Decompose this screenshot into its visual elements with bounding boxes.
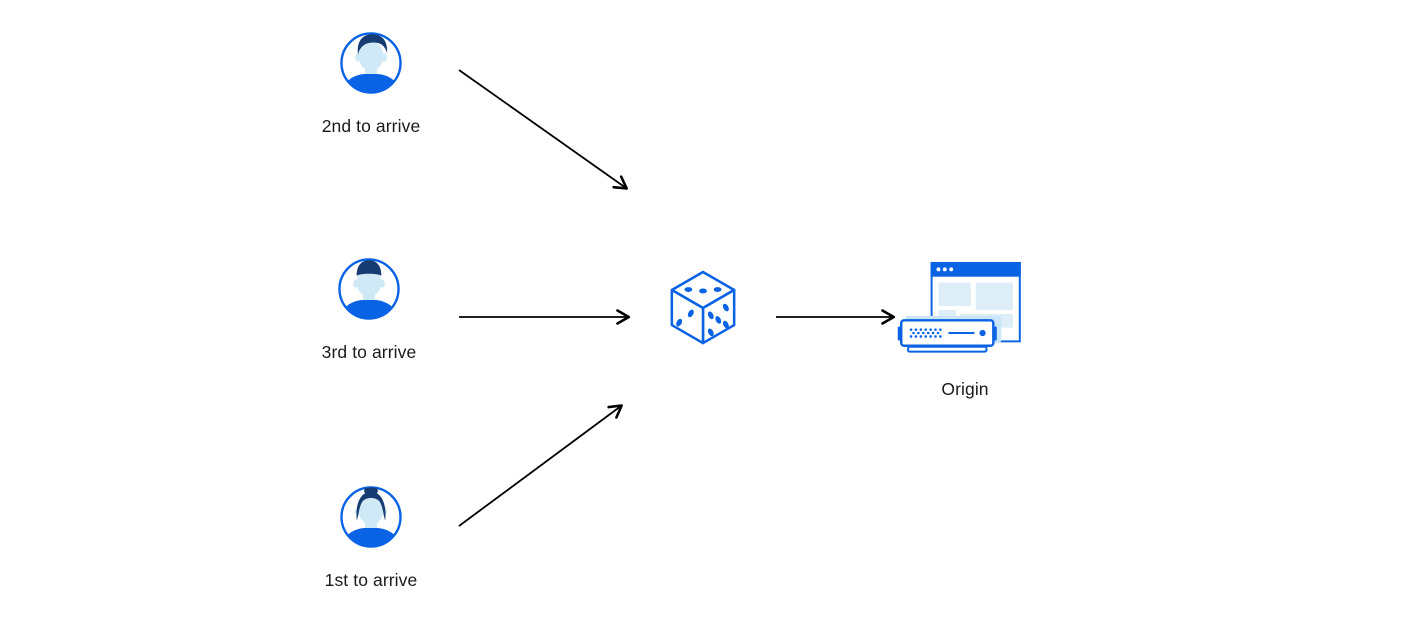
user-node-2nd	[338, 30, 404, 96]
browser-window-server-icon	[897, 261, 1021, 353]
man-short-hair-avatar-icon	[338, 258, 400, 320]
user-label-2nd: 2nd to arrive	[321, 116, 421, 136]
user-node-1st	[338, 484, 404, 550]
woman-bun-avatar-icon	[340, 486, 402, 548]
origin-label: Origin	[941, 379, 989, 399]
user-label-1st: 1st to arrive	[324, 570, 418, 590]
origin-node	[896, 261, 1026, 359]
user-node-3rd	[336, 256, 402, 322]
dice-node	[666, 268, 740, 350]
arrow-user2nd-to-dice	[458, 69, 628, 190]
dice-icon	[670, 270, 736, 345]
man-swoop-hair-avatar-icon	[340, 32, 402, 94]
arrow-user1st-to-dice	[458, 404, 623, 527]
user-label-3rd: 3rd to arrive	[321, 342, 417, 362]
